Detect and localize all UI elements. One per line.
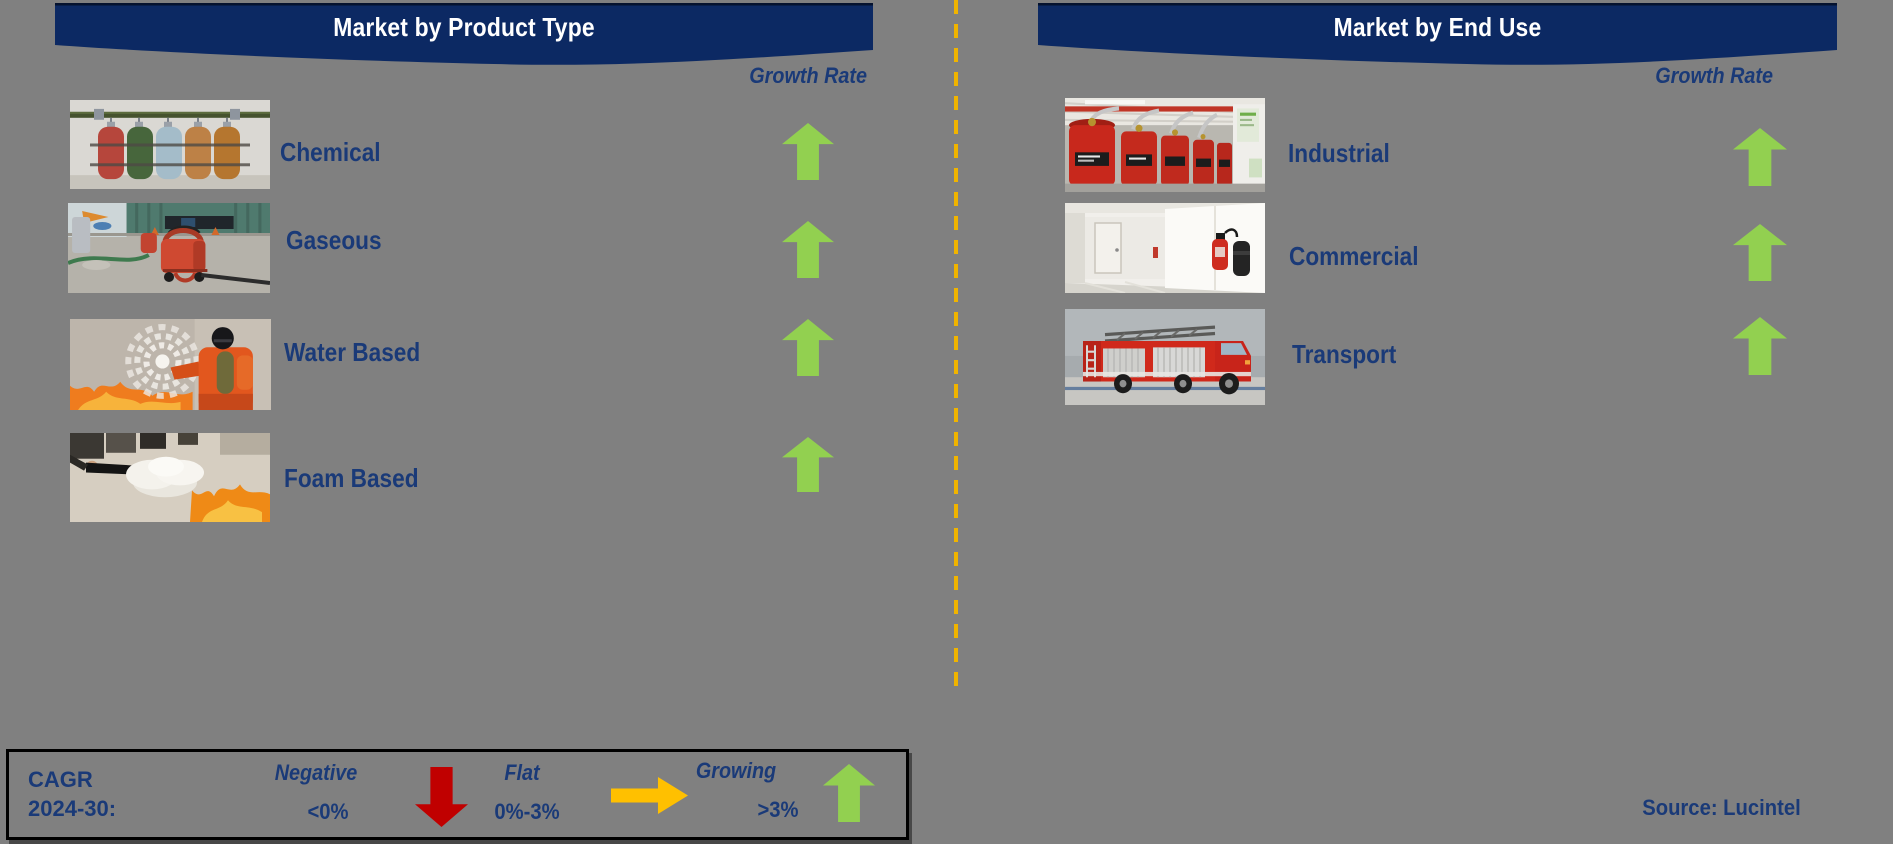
legend-growing-label: Growing (695, 758, 777, 783)
dashed-divider (954, 0, 958, 688)
product-label-gaseous: Gaseous (286, 225, 382, 255)
chemical-cylinders-image (70, 100, 270, 189)
right-panel-banner: Market by End Use (1038, 3, 1837, 65)
enduse-label-transport: Transport (1292, 339, 1397, 369)
enduse-label-industrial: Industrial (1288, 138, 1390, 168)
industrial-suppression-tanks-image (1065, 98, 1265, 192)
right-growth-rate-label: Growth Rate (1655, 63, 1773, 88)
cagr-label-line1: CAGR (28, 767, 93, 792)
left-panel-banner: Market by Product Type (55, 3, 873, 65)
fire-truck-image (1065, 309, 1265, 405)
left-panel-title: Market by Product Type (333, 12, 595, 42)
legend-flat-label: Flat (504, 760, 540, 785)
product-label-chemical: Chemical (280, 137, 381, 167)
growth-up-arrow-gaseous (782, 221, 834, 278)
cagr-legend-box (6, 749, 909, 840)
gaseous-extinguisher-image (68, 203, 270, 293)
foam-spray-fire-image (70, 433, 270, 522)
banner-ribbon-shape (1038, 3, 1837, 65)
growth-up-arrow-foam-based (782, 437, 834, 492)
legend-negative-label: Negative (274, 760, 358, 785)
growth-up-arrow-chemical (782, 123, 834, 180)
legend-negative-range: <0% (307, 799, 349, 824)
right-panel-title: Market by End Use (1333, 12, 1542, 42)
cagr-label-line2: 2024-30: (28, 796, 117, 821)
legend-growing-range: >3% (757, 797, 799, 822)
growth-up-arrow-industrial (1733, 128, 1787, 186)
growth-up-arrow-commercial (1733, 224, 1787, 281)
source-label: Source: Lucintel (1642, 795, 1801, 820)
growth-up-arrow-water-based (782, 319, 834, 376)
water-spray-firefighter-image (70, 319, 271, 410)
left-growth-rate-label: Growth Rate (749, 63, 867, 88)
legend-flat-range: 0%-3% (494, 799, 560, 824)
growth-up-arrow-transport (1733, 317, 1787, 375)
enduse-label-commercial: Commercial (1289, 241, 1419, 271)
banner-ribbon-shape (55, 3, 873, 65)
corridor-extinguisher-image (1065, 203, 1265, 293)
product-label-water-based: Water Based (284, 337, 421, 367)
product-label-foam-based: Foam Based (284, 463, 419, 493)
